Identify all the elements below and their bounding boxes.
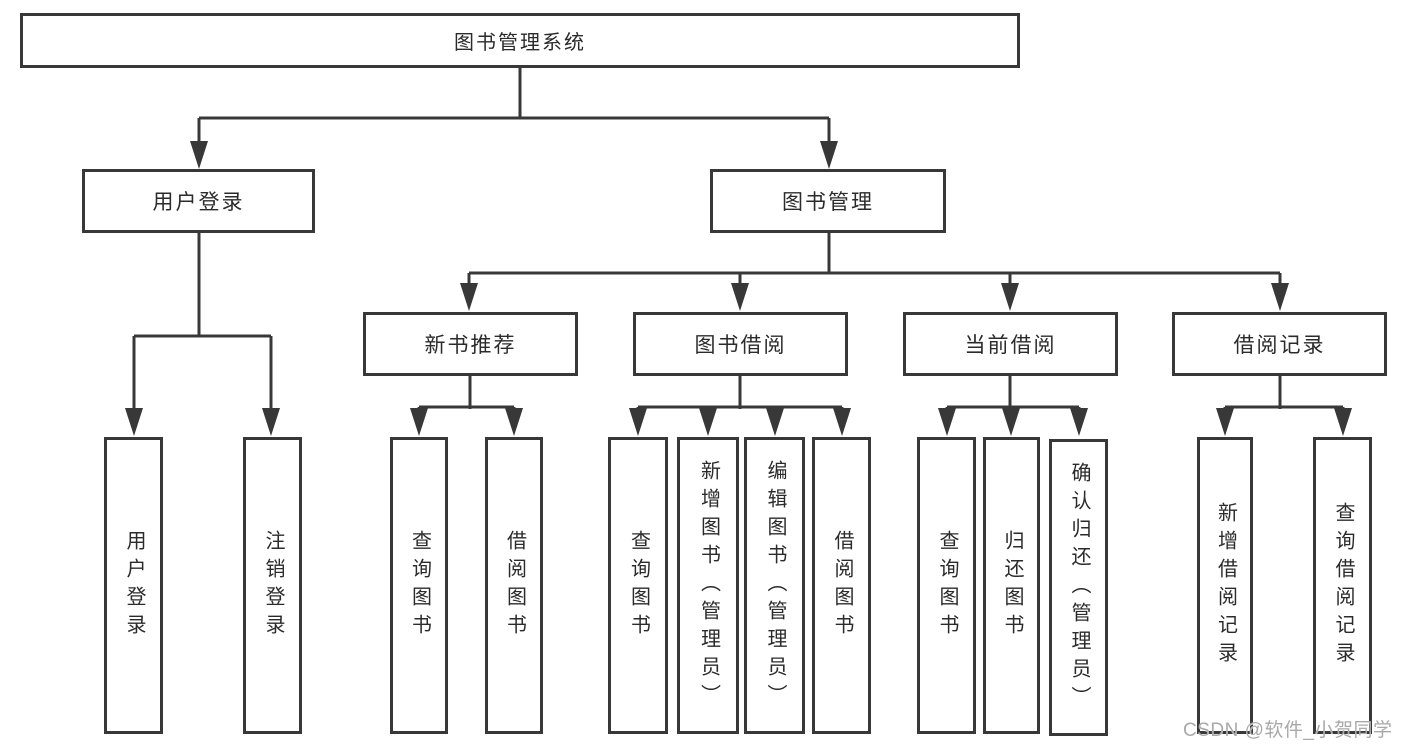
leaf-add-borrow-record: 新增借阅记录 (1197, 437, 1253, 734)
node-label: 图书借阅 (694, 334, 787, 357)
leaf-return-book: 归还图书 (983, 437, 1040, 734)
node-label: 归还图书 (1001, 529, 1023, 642)
node-label: 新增图书（管理员） (697, 459, 720, 712)
node-label: 借阅图书 (831, 529, 853, 642)
node-borrow-record: 借阅记录 (1172, 312, 1387, 376)
node-label: 查询借阅记录 (1332, 501, 1354, 670)
leaf-add-book-admin: 新增图书（管理员） (677, 437, 739, 734)
leaf-query-borrow-record: 查询借阅记录 (1313, 437, 1372, 734)
node-label: 借阅图书 (503, 529, 526, 642)
node-label: 图书管理系统 (454, 32, 586, 54)
node-label: 新增借阅记录 (1214, 501, 1237, 670)
node-label: 注销登录 (262, 529, 284, 642)
node-new-book-recommend: 新书推荐 (363, 312, 578, 376)
leaf-query-book-current: 查询图书 (917, 437, 976, 734)
node-label: 图书管理 (782, 191, 874, 214)
node-label: 查询图书 (936, 529, 958, 642)
node-label: 新书推荐 (424, 334, 517, 357)
leaf-borrow-book-recommend: 借阅图书 (485, 437, 543, 734)
leaf-query-book-borrow: 查询图书 (608, 437, 668, 734)
node-label: 查询图书 (627, 529, 650, 642)
node-library-management-system: 图书管理系统 (20, 13, 1020, 68)
node-book-management: 图书管理 (710, 169, 946, 233)
node-book-borrow: 图书借阅 (633, 312, 848, 376)
leaf-borrow-book: 借阅图书 (812, 437, 871, 734)
node-label: 用户登录 (152, 191, 245, 214)
node-current-borrow: 当前借阅 (903, 312, 1118, 376)
leaf-query-book-recommend: 查询图书 (390, 437, 448, 734)
node-label: 编辑图书（管理员） (764, 459, 786, 712)
node-label: 确认归还（管理员） (1068, 461, 1090, 714)
leaf-edit-book-admin: 编辑图书（管理员） (744, 437, 805, 734)
node-label: 当前借阅 (964, 334, 1057, 357)
leaf-user-login: 用户登录 (104, 437, 163, 734)
csdn-watermark: CSDN @软件_小贺同学 (1183, 720, 1393, 741)
node-user-login: 用户登录 (82, 169, 315, 233)
node-label: 借阅记录 (1233, 334, 1326, 357)
node-label: 用户登录 (123, 529, 145, 642)
leaf-confirm-return-admin: 确认归还（管理员） (1049, 439, 1108, 736)
node-label: 查询图书 (408, 529, 431, 642)
leaf-logout: 注销登录 (243, 437, 302, 734)
